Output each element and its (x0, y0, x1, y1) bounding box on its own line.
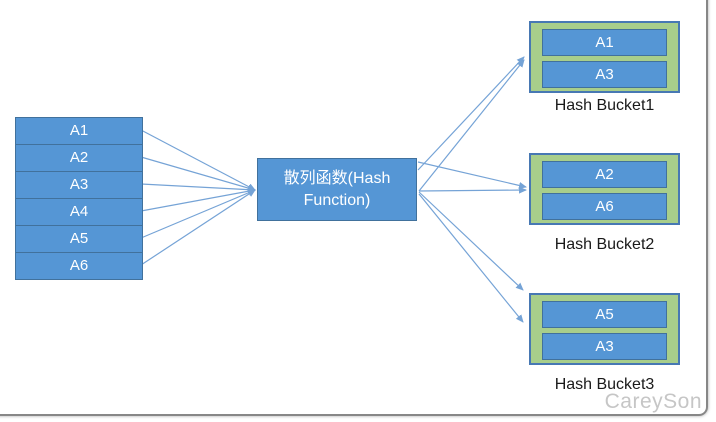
hash-bucket-3: A5 A3 Hash Bucket3 (529, 293, 680, 394)
connector-arrow (140, 189, 256, 266)
stack-item-a6: A6 (16, 253, 142, 279)
bucket-2-item-a2: A2 (542, 161, 667, 188)
hash-bucket-3-label: Hash Bucket3 (554, 376, 655, 393)
hash-bucket-1: A1 A3 Hash Bucket1 (529, 21, 680, 115)
hash-bucket-2-container: A2 A6 (529, 153, 680, 225)
connector-arrow (140, 189, 256, 239)
stack-item-a2: A2 (16, 145, 142, 172)
hash-bucket-2: A2 A6 Hash Bucket2 (529, 153, 680, 254)
connector-arrow (140, 156, 256, 192)
watermark: CareySon (604, 390, 702, 413)
hash-bucket-1-label: Hash Bucket1 (554, 97, 655, 114)
hash-function-label-line1: 散列函数(Hash (283, 169, 391, 187)
hash-function-node: 散列函数(Hash Function) (257, 158, 417, 221)
source-stack: A1 A2 A3 A4 A5 A6 (15, 117, 143, 280)
bucket-3-item-a3: A3 (542, 333, 667, 360)
connector-arrow (417, 56, 525, 171)
connector-arrow (140, 129, 256, 191)
stack-item-a5: A5 (16, 226, 142, 253)
stack-item-a1: A1 (16, 118, 142, 145)
connector-arrow (418, 191, 524, 291)
bucket-2-item-a6: A6 (542, 193, 667, 220)
hash-function-label-line2: Function) (303, 191, 371, 209)
connector-arrow (418, 186, 527, 194)
connector-arrow (418, 193, 524, 323)
connector-arrow (140, 183, 256, 194)
stack-item-a3: A3 (16, 172, 142, 199)
hash-bucket-2-label: Hash Bucket2 (554, 236, 655, 253)
stack-item-a4: A4 (16, 199, 142, 226)
hash-bucket-1-container: A1 A3 (529, 21, 680, 93)
connector-arrow (140, 187, 256, 212)
connector-arrow (417, 161, 527, 189)
bucket-3-item-a5: A5 (542, 301, 667, 328)
bucket-1-item-a3: A3 (542, 61, 667, 88)
bucket-1-item-a1: A1 (542, 29, 667, 56)
hash-bucket-3-container: A5 A3 (529, 293, 680, 365)
connector-arrow (418, 59, 525, 192)
